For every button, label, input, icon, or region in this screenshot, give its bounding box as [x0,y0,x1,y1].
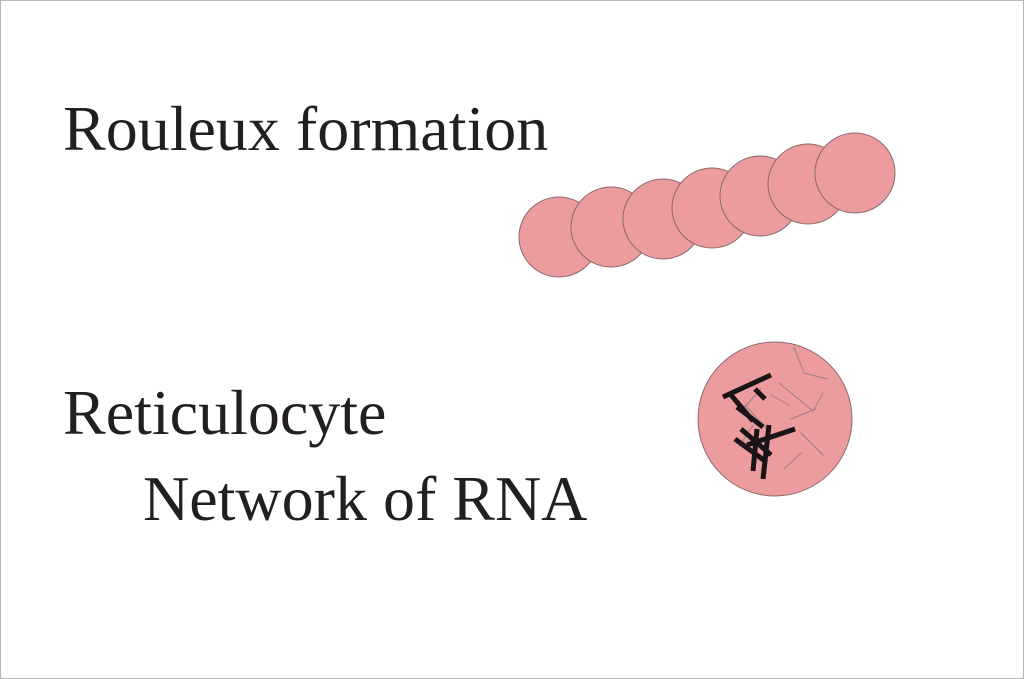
reticulocyte-cell [697,341,853,497]
rouleaux-formation-label: Rouleux formation [63,93,549,164]
reticulocyte-label: Reticulocyte [63,377,387,448]
rouleaux-stack [518,132,896,278]
rna-strands [721,372,796,480]
reticulocyte-body [697,341,853,497]
red-blood-cell [814,132,896,214]
rna-network-label: Network of RNA [143,463,588,534]
